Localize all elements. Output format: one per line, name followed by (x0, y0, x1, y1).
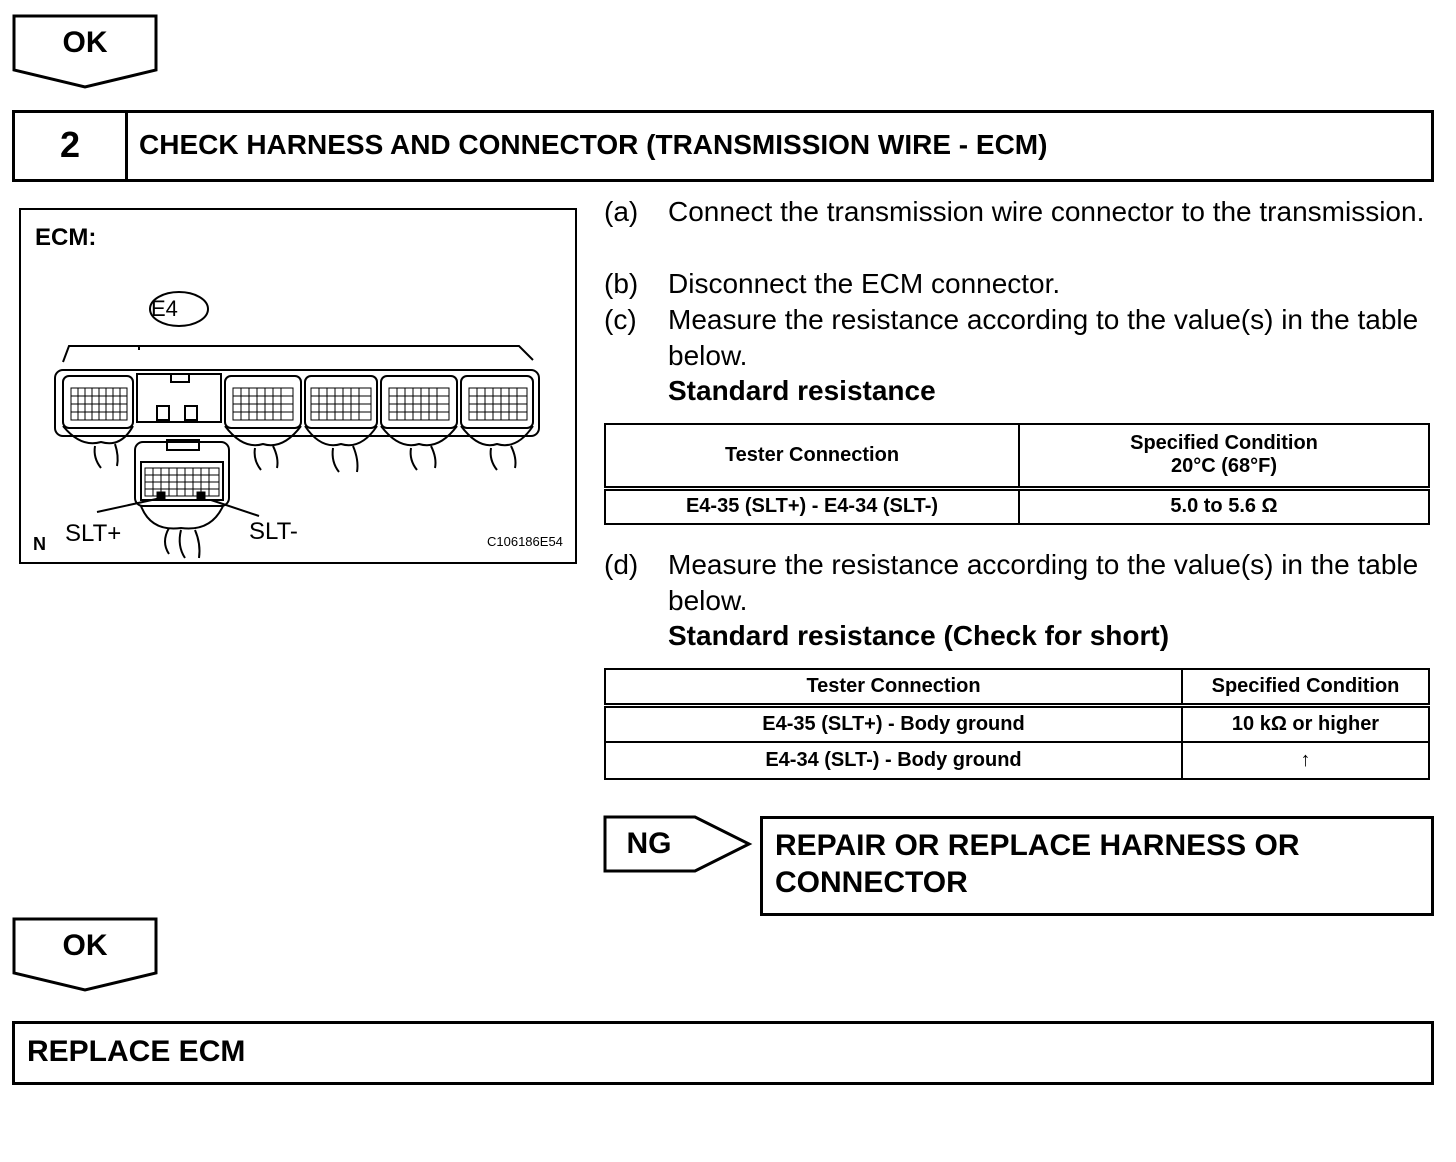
instruction-label: (c) (604, 304, 637, 335)
ng-result-text: REPAIR OR REPLACE HARNESS OR CONNECTOR (775, 829, 1300, 899)
step-title: CHECK HARNESS AND CONNECTOR (TRANSMISSIO… (139, 129, 1048, 160)
down-arrow-icon (12, 14, 158, 89)
short-check-table: Tester Connection Specified Condition E4… (604, 668, 1430, 780)
column-header: Tester Connection (604, 423, 1020, 491)
final-step-text: REPLACE ECM (27, 1035, 246, 1068)
slt-minus-label: SLT- (249, 518, 298, 545)
right-arrow-icon (603, 815, 753, 873)
corner-letter: N (33, 534, 46, 554)
column-header: Specified Condition 20°C (68°F) (1018, 423, 1430, 491)
slt-plus-label: SLT+ (65, 520, 122, 547)
short-check-heading: Standard resistance (Check for short) (668, 620, 1170, 651)
table-cell: ↑ (1181, 741, 1430, 780)
column-header: Tester Connection (604, 668, 1183, 708)
instruction-text: Disconnect the ECM connector. (668, 268, 1061, 299)
table-row: E4-35 (SLT+) - Body ground 10 kΩ or high… (604, 704, 1430, 743)
instruction-text: Measure the resistance according to the … (668, 304, 1419, 371)
resistance-table: Tester Connection Specified Condition 20… (604, 423, 1430, 525)
final-step-box: REPLACE ECM (12, 1021, 1434, 1085)
ok-label: OK (62, 929, 108, 962)
instruction-label: (b) (604, 268, 639, 299)
table-cell: E4-35 (SLT+) - Body ground (604, 704, 1183, 743)
table-cell: E4-34 (SLT-) - Body ground (604, 741, 1183, 780)
instruction-text: Connect the transmission wire connector … (668, 196, 1425, 227)
ok-label: OK (62, 26, 108, 59)
step-number: 2 (15, 113, 128, 179)
ok-arrow-top: OK (12, 14, 160, 90)
table-cell: 10 kΩ or higher (1181, 704, 1430, 743)
ecm-connector-figure: ECM: (19, 208, 577, 564)
table-cell: 5.0 to 5.6 Ω (1018, 487, 1430, 525)
table-row: E4-35 (SLT+) - E4-34 (SLT-) 5.0 to 5.6 Ω (604, 487, 1430, 525)
ng-arrow: NG (603, 815, 753, 875)
down-arrow-icon (12, 917, 158, 992)
column-header: Specified Condition (1181, 668, 1430, 708)
connector-id-label: E4 (151, 296, 178, 321)
figure-heading: ECM: (35, 224, 97, 251)
ok-arrow-bottom: OK (12, 917, 160, 993)
table-row: E4-34 (SLT-) - Body ground ↑ (604, 741, 1430, 780)
instruction-text: Measure the resistance according to the … (668, 549, 1419, 616)
ng-label: NG (626, 827, 672, 860)
ecm-connector-drawing (54, 291, 540, 559)
instruction-label: (d) (604, 549, 639, 580)
standard-resistance-heading: Standard resistance (668, 375, 936, 406)
ng-result-box: REPAIR OR REPLACE HARNESS OR CONNECTOR (760, 816, 1434, 916)
figure-code: C106186E54 (487, 534, 563, 549)
table-cell: E4-35 (SLT+) - E4-34 (SLT-) (604, 487, 1020, 525)
step-header: 2 CHECK HARNESS AND CONNECTOR (TRANSMISS… (12, 110, 1434, 182)
instruction-label: (a) (604, 196, 639, 227)
